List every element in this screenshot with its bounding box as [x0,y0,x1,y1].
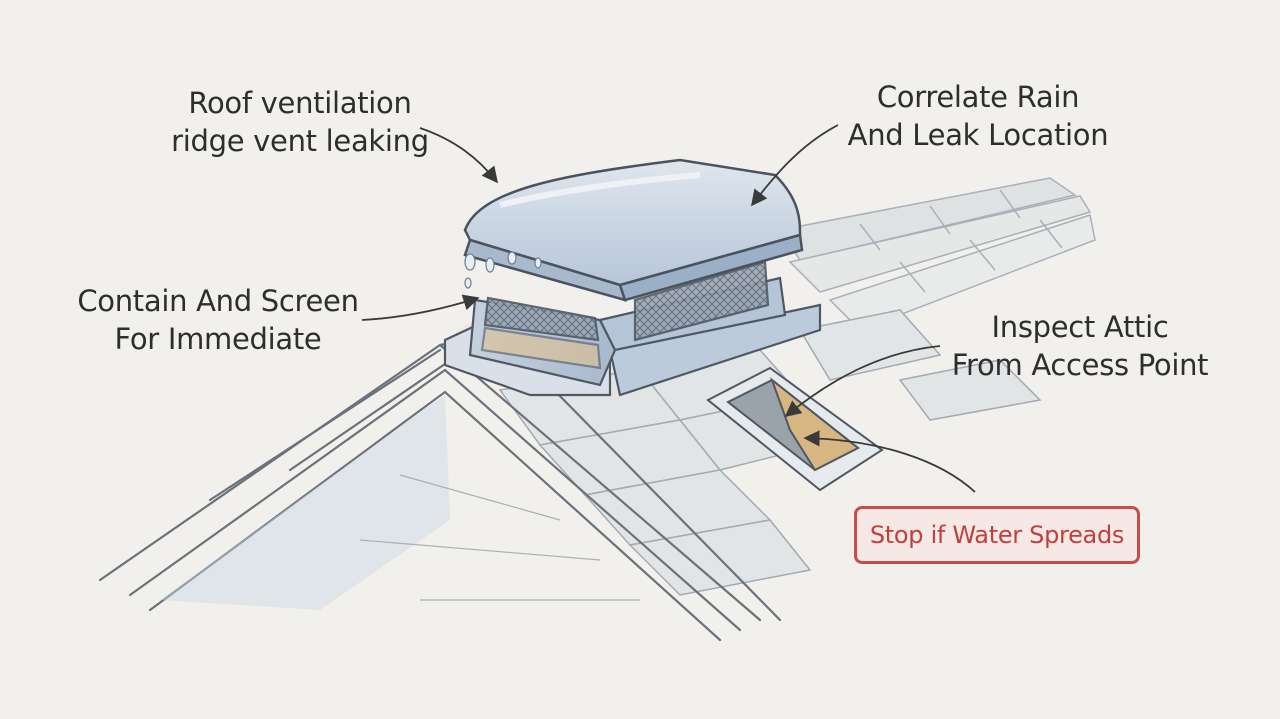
label-correlate-line2: And Leak Location [847,118,1109,152]
label-ridge-vent-line2: ridge vent leaking [171,124,429,158]
arrow-correlate [751,124,839,207]
shingle-field [778,177,1096,331]
arrow-inspect-top [784,345,941,418]
vent-base [443,260,822,397]
label-contain-line1: Contain And Screen [77,284,359,318]
gable-shading [160,395,450,610]
label-inspect-attic: Inspect Attic From Access Point [944,308,1216,384]
arrow-contain [361,294,480,321]
gable-interior-lines [359,474,640,601]
label-ridge-vent-line1: Roof ventilation [188,86,412,120]
stop-warning-badge: Stop if Water Spreads [854,506,1140,564]
label-inspect-line2: From Access Point [951,348,1209,382]
label-contain: Contain And Screen For Immediate [72,282,364,358]
label-inspect-line1: Inspect Attic [991,310,1169,344]
label-contain-line2: For Immediate [114,322,322,356]
leader-arrows [361,124,976,493]
arrow-inspect-stop [803,430,976,493]
arrow-ridge-vent [419,127,499,184]
label-ridge-vent: Roof ventilation ridge vent leaking [164,84,436,160]
label-correlate-line1: Correlate Rain [876,80,1080,114]
vent-lid [463,158,804,302]
water-drips [464,251,542,289]
label-correlate: Correlate Rain And Leak Location [842,78,1114,154]
